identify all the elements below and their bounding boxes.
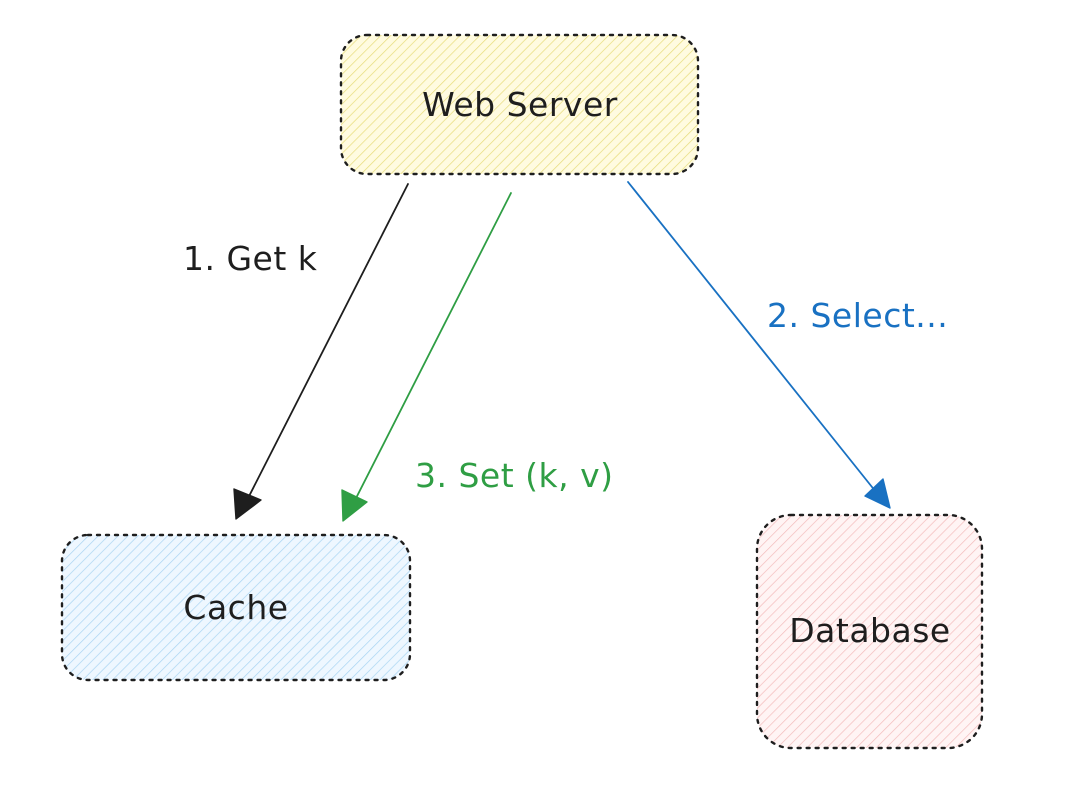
select-edge [627,181,891,509]
get-edge-line [241,183,409,511]
get-edge-arrowhead [233,488,262,520]
web-server-box [339,33,700,176]
cache-label: Cache [183,588,288,627]
database-box [755,513,984,750]
cache-box [60,533,412,682]
set-edge-line [349,192,512,511]
get-edge-label: 1. Get k [183,239,318,278]
cache-node[interactable]: Cache [60,533,412,682]
select-edge-line [627,181,881,498]
set-edge-arrowhead [341,489,368,522]
set-edge-label: 3. Set (k, v) [415,456,614,495]
database-node[interactable]: Database [755,513,984,750]
select-edge-arrowhead [864,478,891,509]
web-server-node[interactable]: Web Server [339,33,700,176]
get-edge [233,183,409,520]
select-edge-label: 2. Select... [767,296,948,335]
set-edge [341,192,512,522]
web-server-label: Web Server [422,85,618,124]
database-label: Database [789,611,950,650]
